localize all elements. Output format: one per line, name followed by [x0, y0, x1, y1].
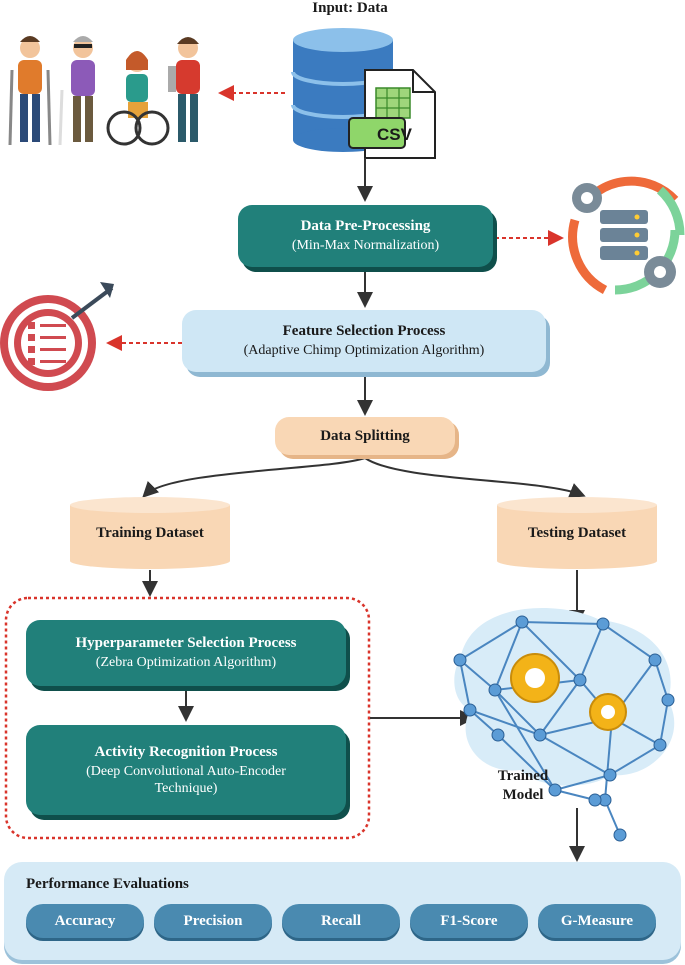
trained-model-label: Trained Model	[488, 767, 558, 805]
process-container	[4, 596, 371, 840]
training-dataset-label: Training Dataset	[96, 525, 204, 541]
gear-icon	[510, 653, 560, 703]
input-title: Input: Data	[312, 0, 388, 16]
metric-accuracy: Accuracy	[26, 904, 144, 938]
metric-recall: Recall	[282, 904, 400, 938]
preprocessing-subtitle: (Min-Max Normalization)	[291, 238, 440, 253]
feature-selection-box: Feature Selection Process (Adaptive Chim…	[182, 310, 546, 372]
trained-model-brain-icon	[453, 608, 675, 842]
arrow-splitting-to-training	[142, 457, 366, 498]
metric-f1-score: F1-Score	[410, 904, 528, 938]
activity-recognition-box: Activity Recognition Process (Deep Convo…	[26, 725, 346, 815]
activity-title: Activity Recognition Process	[94, 743, 278, 760]
hyperparameter-box: Hyperparameter Selection Process (Zebra …	[26, 620, 346, 686]
data-splitting-box: Data Splitting	[275, 417, 455, 455]
preprocessing-box: Data Pre-Processing (Min-Max Normalizati…	[238, 205, 493, 267]
performance-panel: Performance Evaluations Accuracy Precisi…	[4, 862, 681, 960]
hyperparameter-subtitle: (Zebra Optimization Algorithm)	[95, 655, 277, 670]
testing-dataset-cylinder	[497, 497, 657, 569]
metric-g-measure: G-Measure	[538, 904, 656, 938]
performance-title: Performance Evaluations	[26, 876, 189, 892]
target-checklist-icon	[0, 282, 114, 391]
feature-selection-title: Feature Selection Process	[282, 323, 446, 339]
activity-subtitle-line1: (Deep Convolutional Auto-Encoder	[86, 763, 286, 779]
trained-model-line2: Model	[502, 787, 544, 803]
training-dataset-cylinder	[70, 497, 230, 569]
gear-icon	[589, 693, 627, 731]
server-gears-icon	[568, 176, 685, 295]
metric-precision: Precision	[154, 904, 272, 938]
csv-file-icon	[348, 69, 436, 159]
trained-model-line1: Trained	[497, 768, 549, 784]
activity-subtitle-line2: Technique)	[154, 780, 218, 796]
testing-dataset-label: Testing Dataset	[527, 525, 627, 541]
arrow-splitting-to-testing	[364, 457, 586, 498]
preprocessing-title: Data Pre-Processing	[300, 218, 431, 234]
people-with-disabilities-icon	[8, 36, 200, 146]
hyperparameter-title: Hyperparameter Selection Process	[75, 635, 297, 651]
csv-label: CSV	[377, 125, 413, 144]
feature-selection-subtitle: (Adaptive Chimp Optimization Algorithm)	[243, 343, 485, 358]
